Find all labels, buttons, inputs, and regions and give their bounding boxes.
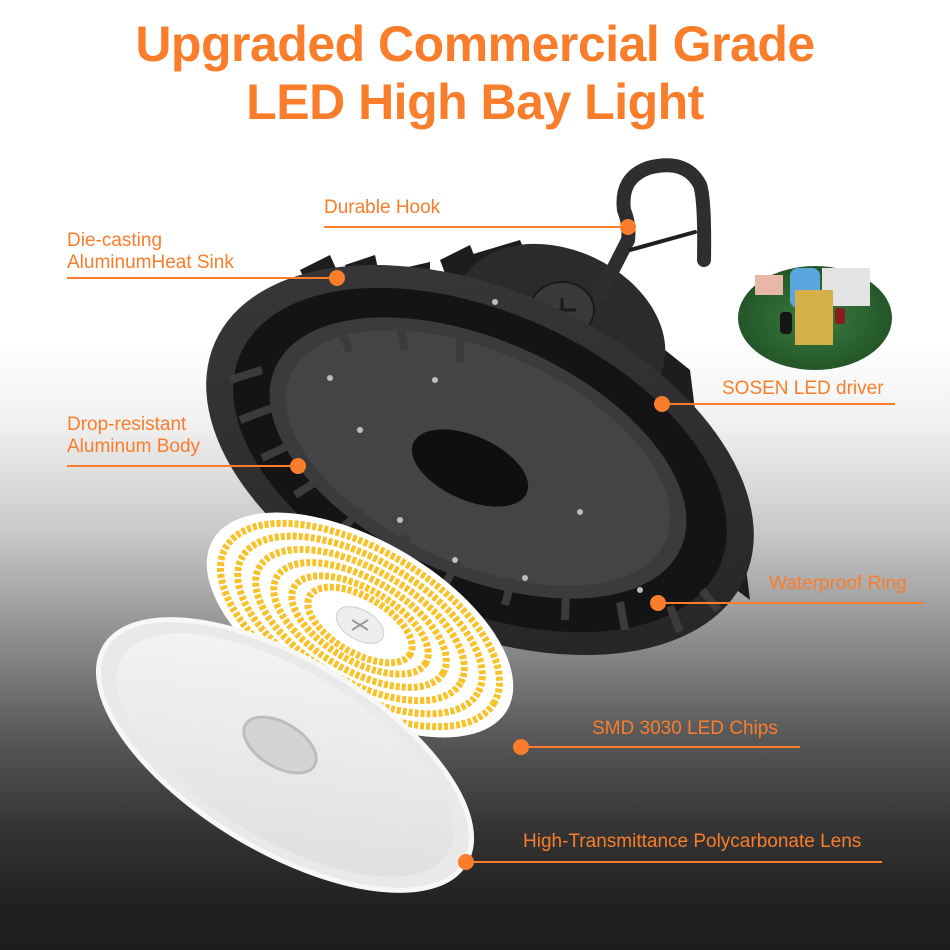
callout-label-heat-sink-2: AluminumHeat Sink bbox=[67, 252, 234, 273]
callout-label-hook: Durable Hook bbox=[324, 197, 441, 218]
callout-line-lens bbox=[470, 861, 882, 863]
callout-label-driver: SOSEN LED driver bbox=[722, 378, 884, 399]
hook-icon bbox=[593, 158, 712, 302]
callout-dot-hook bbox=[620, 219, 636, 235]
callout-label-heat-sink-1: Die-casting bbox=[67, 230, 163, 251]
callout-label-body-2: Aluminum Body bbox=[67, 436, 201, 457]
callout-line-hook bbox=[324, 226, 628, 228]
callout-dot-waterproof bbox=[650, 595, 666, 611]
callout-dot-chips bbox=[513, 739, 529, 755]
callout-line-heat-sink bbox=[67, 277, 335, 279]
callout-label-chips: SMD 3030 LED Chips bbox=[592, 718, 778, 739]
callout-dot-driver bbox=[654, 396, 670, 412]
screws bbox=[327, 299, 643, 593]
led-driver-pcb bbox=[738, 266, 892, 370]
headline-line-2: LED High Bay Light bbox=[246, 74, 704, 130]
callout-label-lens: High-Transmittance Polycarbonate Lens bbox=[523, 831, 862, 852]
polycarbonate-lens bbox=[95, 617, 475, 893]
callout-dot-body bbox=[290, 458, 306, 474]
callout-label-body-1: Drop-resistant bbox=[67, 414, 187, 435]
callout-line-body bbox=[67, 465, 299, 467]
headline-line-1: Upgraded Commercial Grade bbox=[135, 16, 815, 72]
callout-line-chips bbox=[527, 746, 800, 748]
callout-dot-lens bbox=[458, 854, 474, 870]
callout-dot-heat-sink bbox=[329, 270, 345, 286]
callout-line-driver bbox=[668, 403, 895, 405]
callout-line-waterproof bbox=[662, 602, 924, 604]
callout-label-waterproof: Waterproof Ring bbox=[769, 573, 907, 594]
